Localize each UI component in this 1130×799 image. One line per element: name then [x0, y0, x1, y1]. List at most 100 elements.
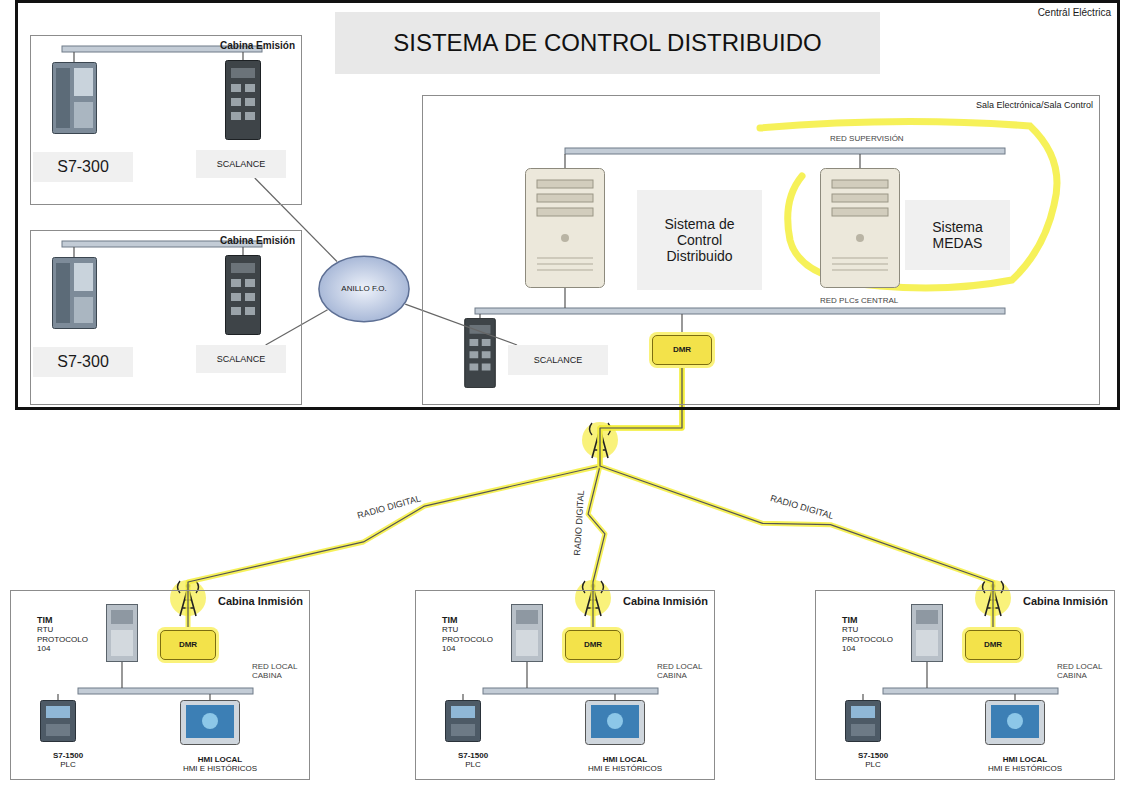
node-subtitle: RTU PROTOCOLO 104 [842, 625, 904, 653]
text-group: DMR [179, 640, 197, 649]
node-subtitle: RTU PROTOCOLO 104 [442, 625, 504, 653]
node-subtitle: HMI E HISTÓRICOS [183, 764, 257, 773]
text-group: S7-1500PLC [53, 751, 83, 769]
node-title: DMR [584, 640, 602, 649]
device-label: SCALANCE [196, 150, 286, 178]
cabin-box: Sala Electrónica/Sala ControlSistema de … [422, 95, 1100, 405]
node-title: TIM [842, 615, 904, 625]
cabin-box: Cabina EmisiónS7-300 SCALANCE [30, 35, 302, 205]
node-title: SCALANCE [217, 159, 266, 169]
node-subtitle: PLC [858, 760, 888, 769]
network-label: RED SUPERVISIÓN [830, 134, 920, 143]
text-group: HMI LOCALHMI E HISTÓRICOS [183, 755, 257, 773]
link-label: RADIO DIGITAL [354, 492, 423, 520]
node-title: S7-1500 [458, 751, 488, 760]
diagram-title: SISTEMA DE CONTROL DISTRIBUIDO [335, 12, 880, 74]
node-title: Cabina Emisión [220, 40, 295, 52]
node-title: Cabina Inmisión [623, 595, 708, 608]
emision-equipment-2 [53, 241, 263, 335]
node-title: Sala Electrónica/Sala Control [976, 100, 1093, 110]
text-group: HMI LOCALHMI E HISTÓRICOS [588, 755, 662, 773]
device-label: HMI LOCALHMI E HISTÓRICOS [573, 750, 677, 778]
text-group: DMR [673, 345, 691, 354]
text-group: TIMRTU PROTOCOLO 104 [842, 615, 904, 653]
text-group: DMR [984, 640, 1002, 649]
device-label: TIMRTU PROTOCOLO 104 [440, 606, 506, 662]
node-title: HMI LOCAL [183, 755, 257, 764]
device-part [475, 308, 1005, 314]
node-title: TIM [442, 615, 504, 625]
dmr-radio: DMR [652, 335, 712, 365]
node-title: Cabina Emisión [220, 235, 295, 247]
text-group: S7-300 [57, 353, 109, 371]
text-group: Cabina Inmisión [623, 595, 708, 608]
node-title: SCALANCE [217, 354, 266, 364]
text-group: Sala Electrónica/Sala Control [976, 100, 1093, 110]
node-title: ANILLO F.O. [341, 284, 386, 293]
node-title: Cabina Inmisión [1023, 595, 1108, 608]
dmr-radio: DMR [565, 630, 621, 660]
device-icon [53, 258, 97, 329]
node-subtitle: HMI E HISTÓRICOS [988, 764, 1062, 773]
device-label: HMI LOCALHMI E HISTÓRICOS [973, 750, 1077, 778]
device-icon [465, 318, 496, 387]
device-label: S7-1500PLC [433, 744, 513, 776]
text-group: S7-1500PLC [858, 751, 888, 769]
node-subtitle: PLC [458, 760, 488, 769]
network-label: RED PLCs CENTRAL [820, 296, 920, 305]
device-part [565, 148, 1005, 154]
text-group: HMI LOCALHMI E HISTÓRICOS [988, 755, 1062, 773]
device-stroke [480, 154, 860, 335]
network-label: RED LOCAL CABINA [657, 662, 712, 680]
emision-equipment-1 [53, 46, 263, 140]
device-label: S7-300 [33, 347, 133, 377]
text-group: SCALANCE [534, 355, 583, 365]
node-subtitle: RTU PROTOCOLO 104 [37, 625, 99, 653]
node-title: Centrál Eléctrica [1038, 7, 1111, 19]
node-title: S7-300 [57, 353, 109, 371]
text-group: Sistema de Control Distribuido [642, 216, 757, 264]
fiber-link [255, 178, 337, 262]
node-subtitle: HMI E HISTÓRICOS [588, 764, 662, 773]
device-stroke [74, 247, 243, 257]
device-label: TIMRTU PROTOCOLO 104 [840, 606, 906, 662]
dmr-radio: DMR [160, 630, 216, 660]
device-label: S7-300 [33, 152, 133, 182]
device-label: S7-1500PLC [28, 744, 108, 776]
device-label: Sistema MEDAS [905, 200, 1010, 270]
device-icon [226, 61, 261, 140]
device-stroke [74, 52, 243, 62]
node-title: S7-1500 [858, 751, 888, 760]
cabin-box: Cabina InmisiónTIMRTU PROTOCOLO 104DMR S7… [815, 590, 1115, 780]
connector-line [266, 310, 328, 345]
link-label: RADIO DIGITAL [767, 492, 836, 521]
text-group: S7-1500PLC [458, 751, 488, 769]
device-icon [53, 63, 97, 134]
connector-line [255, 178, 337, 262]
text-group: ANILLO F.O. [341, 284, 386, 293]
node-title: Sistema de Control Distribuido [642, 216, 757, 264]
highlight-scribble [760, 121, 1057, 288]
node-title: S7-300 [57, 158, 109, 176]
device-label: TIMRTU PROTOCOLO 104 [35, 606, 101, 662]
node-title: SCALANCE [534, 355, 583, 365]
node-title: S7-1500 [53, 751, 83, 760]
node-title: TIM [37, 615, 99, 625]
text-group: Cabina Inmisión [1023, 595, 1108, 608]
device-icon [526, 169, 605, 288]
device-label: SCALANCE [508, 345, 608, 375]
text-group: TIMRTU PROTOCOLO 104 [442, 615, 504, 653]
device-icon [821, 169, 900, 288]
text-group: Cabina Inmisión [218, 595, 303, 608]
link-label: RADIO DIGITAL [571, 488, 585, 558]
ring-outline [319, 256, 409, 321]
text-group: Cabina Emisión [220, 235, 295, 247]
device-label: S7-1500PLC [833, 744, 913, 776]
node-title: Cabina Inmisión [218, 595, 303, 608]
device-icon [226, 256, 261, 335]
node-title: HMI LOCAL [588, 755, 662, 764]
